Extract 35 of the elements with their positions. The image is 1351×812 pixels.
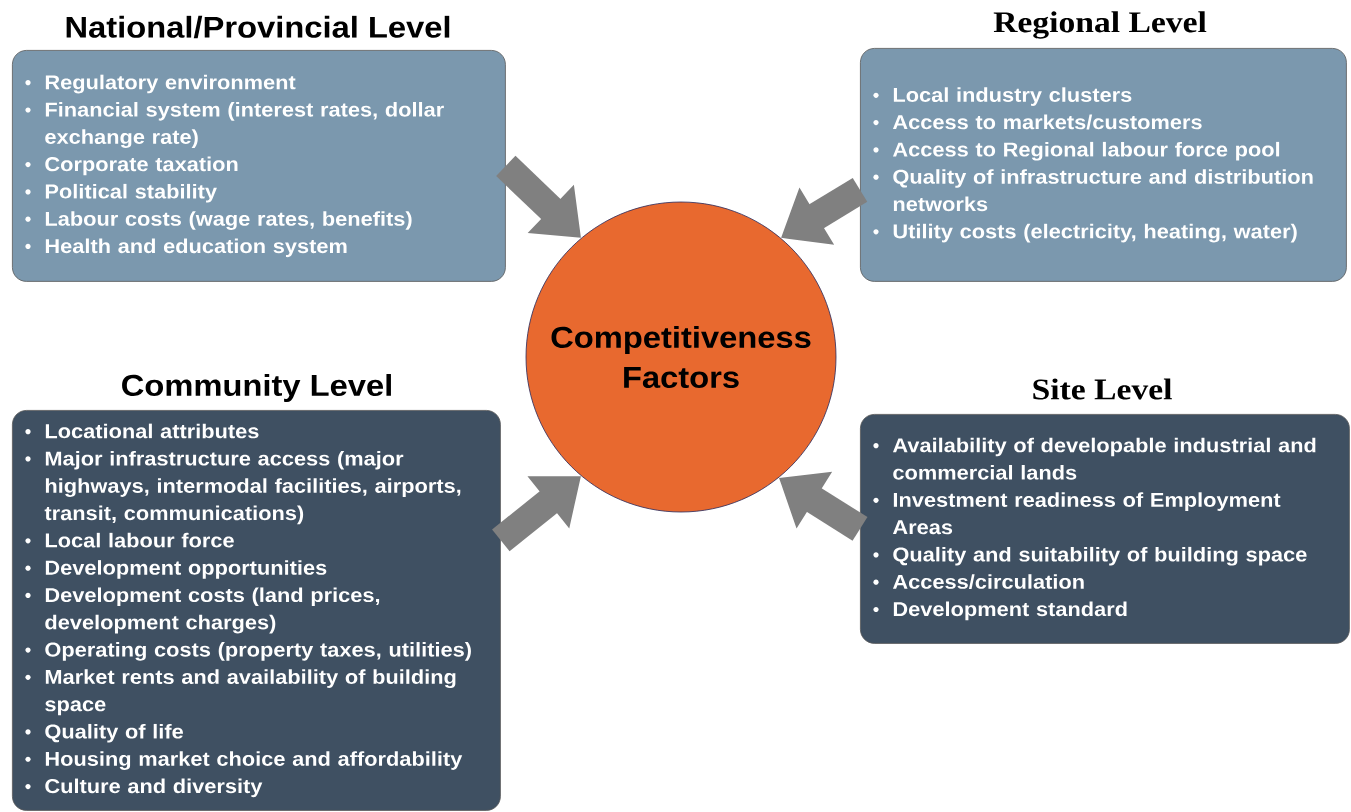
level-heading: Regional Level bbox=[993, 11, 1207, 39]
node-label: Utility costs (electricity, heating, water) bbox=[893, 223, 1297, 243]
node-label: Access to markets/customers bbox=[892, 114, 1202, 130]
node-label: Investment readiness of Employment Areas bbox=[892, 492, 1281, 535]
node-label: Market rents and availability of building space bbox=[45, 669, 456, 716]
node-label: Political stability bbox=[45, 183, 217, 203]
node-label: Availability of developable industrial and commercial lands bbox=[892, 437, 1316, 480]
level-heading: Community Level bbox=[122, 374, 391, 402]
text-panel: Local industry clusters Access to markets/customers Access to Regional labour force pool Quality of infrastructure and distribution networks Utility costs (electricity, heating, water) bbox=[860, 48, 1347, 282]
node-label: Regulatory environment bbox=[45, 74, 296, 94]
node-label: Quality and suitability of building space bbox=[893, 546, 1307, 566]
text-panel: Locational attributes Major infrastructure access (major highways, intermodal facilities, airports, transit, communications) Local labour force Development opportunities Development costs (land prices, development charges) Operating costs (property taxes, utilities) Market rents and availability of building space Quality of life Housing market choice and affordability Culture and diversity bbox=[12, 410, 501, 811]
node-label: Local labour force bbox=[45, 532, 234, 548]
node-label: Labour costs (wage rates, benefits) bbox=[45, 211, 412, 230]
level-heading: Site Level bbox=[1033, 378, 1172, 400]
node-label: Development costs (land prices, development charges) bbox=[45, 587, 380, 634]
node-label: Development opportunities bbox=[45, 560, 327, 579]
node-label: Local industry clusters bbox=[893, 87, 1132, 106]
node-label: Access to Regional labour force pool bbox=[892, 141, 1280, 161]
node-label: Quality of life bbox=[45, 723, 183, 743]
node-label: Culture and diversity bbox=[45, 778, 263, 798]
node-label: Development standard bbox=[893, 601, 1127, 621]
node-label: Major infrastructure access (major highways, intermodal facilities, airports, transit, communications) bbox=[44, 450, 461, 525]
text-panel: Regulatory environment Financial system (interest rates, dollar exchange rate) Corporate taxation Political stability Labour costs (wage rates, benefits) Health and education system bbox=[12, 50, 506, 282]
node-label: Financial system (interest rates, dollar exchange rate) bbox=[45, 101, 444, 149]
text-panel: Availability of developable industrial and commercial lands Investment readiness of Employment Areas Quality and suitability of building space Access/circulation Development standard bbox=[860, 414, 1350, 644]
node-label: Locational attributes bbox=[45, 423, 259, 439]
block-arrow bbox=[496, 155, 581, 238]
node-label: Quality of infrastructure and distribution networks bbox=[893, 169, 1313, 212]
node-label: Health and education system bbox=[45, 238, 347, 258]
node-label: Housing market choice and affordability bbox=[45, 751, 463, 770]
node-label: Operating costs (property taxes, utilities) bbox=[45, 642, 471, 661]
node-label: Access/circulation bbox=[892, 574, 1084, 590]
level-heading: National/Provincial Level bbox=[66, 15, 450, 39]
node-label: Corporate taxation bbox=[45, 156, 238, 176]
